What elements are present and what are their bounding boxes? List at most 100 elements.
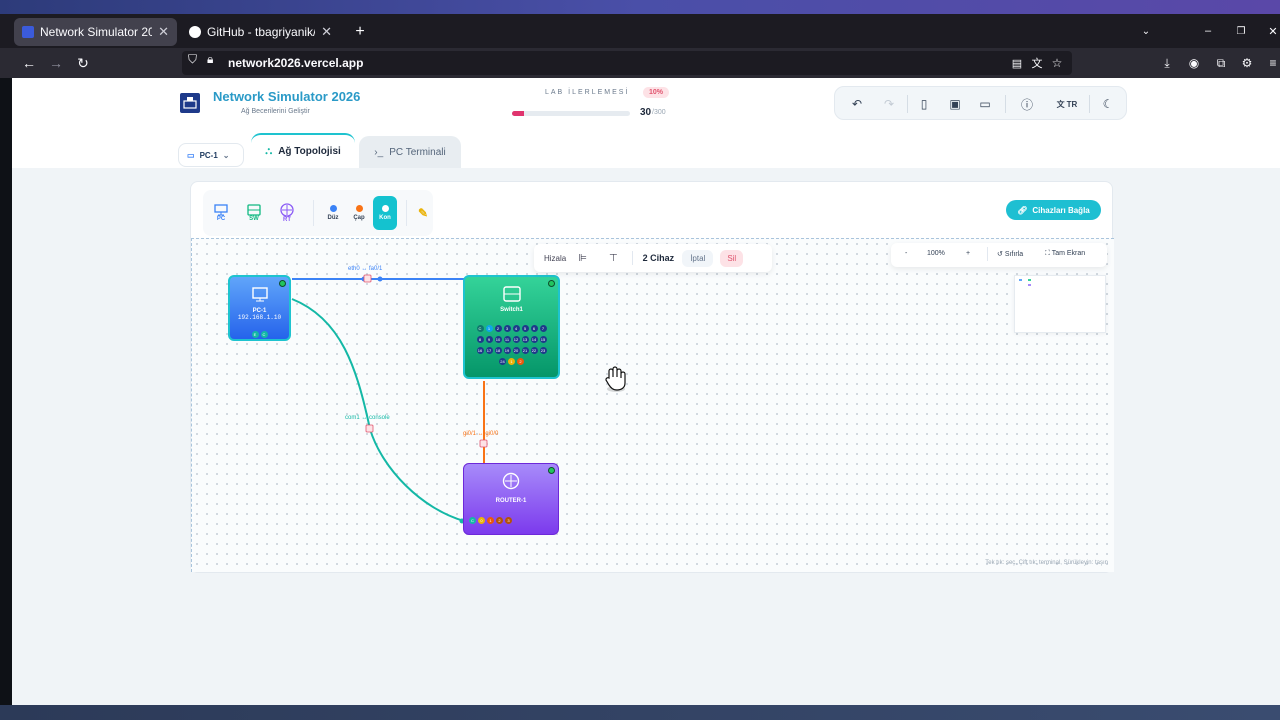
add-switch-button[interactable]: SW <box>242 196 266 230</box>
switch-port[interactable]: 3 <box>503 325 511 332</box>
switch-port[interactable]: 4 <box>512 325 520 332</box>
device-select[interactable]: ▭ PC-1 ⌄ <box>178 143 244 167</box>
add-pc-button[interactable]: PC <box>209 196 233 230</box>
minimize-icon[interactable]: – <box>1204 25 1212 37</box>
align-left-icon[interactable]: ⊫ <box>578 252 587 264</box>
align-top-icon[interactable]: ⊤ <box>608 252 618 264</box>
browser-tab-active[interactable]: Network Simulator 2026 - Cat ✕ <box>14 18 177 46</box>
delete-link-icon[interactable] <box>365 424 374 433</box>
browser-tab[interactable]: GitHub - tbagriyanik/ciscosim ✕ <box>181 18 340 46</box>
switch-port[interactable]: 11 <box>503 336 511 343</box>
crossover-cable-button[interactable]: Çap <box>347 196 371 230</box>
settings-gear-icon[interactable]: ⚙ <box>1241 56 1253 70</box>
zoom-in-button[interactable]: + <box>966 250 971 257</box>
translate-icon[interactable]: 文 <box>1031 58 1043 70</box>
undo-icon[interactable]: ↶ <box>851 97 863 111</box>
switch-port[interactable]: 1 <box>508 358 515 365</box>
menu-icon[interactable]: ≡ <box>1269 56 1277 70</box>
delete-selection-button[interactable]: Sil <box>720 249 744 267</box>
cancel-selection-button[interactable]: İptal <box>682 249 714 267</box>
dark-mode-moon-icon[interactable]: ☾ <box>1102 97 1114 111</box>
switch-port[interactable]: 6 <box>530 325 538 332</box>
lab-total: /300 <box>652 109 666 116</box>
delete-link-icon[interactable] <box>363 274 372 283</box>
topology-canvas[interactable]: eth0 ↔ fa0/1 com1 ↔ console gi0/1 ↔ gi0/… <box>191 238 1114 572</box>
switch-port[interactable]: 10 <box>494 336 502 343</box>
canvas-hint: Tek tık: seç, Çift tık: terminal, Sürükl… <box>985 560 1108 566</box>
save-icon[interactable]: ▣ <box>949 97 961 111</box>
redo-icon[interactable]: ↷ <box>883 97 895 111</box>
divider <box>1005 95 1006 113</box>
switch-port[interactable]: C <box>476 325 484 332</box>
connect-devices-button[interactable]: 🔗︎ Cihazları Bağla <box>1006 200 1101 220</box>
console-cable-button[interactable]: Kon <box>373 196 397 230</box>
reset-zoom-button[interactable]: ↺ Sıfırla <box>997 250 1023 258</box>
switch-port[interactable]: 23 <box>539 347 547 354</box>
restore-icon[interactable]: ❐ <box>1236 25 1246 37</box>
switch-port[interactable]: 24 <box>499 358 506 365</box>
status-online-dot <box>548 467 555 474</box>
zoom-out-button[interactable]: - <box>905 250 908 257</box>
account-icon[interactable]: ◉ <box>1188 56 1200 70</box>
tab-topology[interactable]: ⛬ Ağ Topolojisi <box>251 133 355 168</box>
switch-port[interactable]: 9 <box>485 336 493 343</box>
device-name: PC-1 <box>252 308 267 314</box>
cable-pc-router-lower[interactable] <box>369 428 465 522</box>
new-file-icon[interactable]: ▯ <box>920 97 928 111</box>
bookmark-star-icon[interactable]: ☆ <box>1051 56 1063 70</box>
pencil-icon[interactable]: ✎ <box>417 206 429 220</box>
shield-icon[interactable]: ⛉ <box>188 52 198 66</box>
port-com1[interactable]: C <box>260 331 268 338</box>
cable-pc-router-upper[interactable] <box>291 298 371 430</box>
switch-port[interactable]: 16 <box>476 347 484 354</box>
switch-port[interactable]: 8 <box>476 336 484 343</box>
straight-cable-button[interactable]: Düz <box>321 196 345 230</box>
switch-port[interactable]: 13 <box>521 336 529 343</box>
minimap[interactable] <box>1014 275 1106 333</box>
forward-icon[interactable]: → <box>49 55 63 71</box>
open-folder-icon[interactable]: ▭ <box>979 97 991 111</box>
address-bar[interactable]: network2026.vercel.app <box>182 51 1072 75</box>
close-tab-icon[interactable]: ✕ <box>158 24 169 39</box>
close-tab-icon[interactable]: ✕ <box>321 24 332 39</box>
switch-port[interactable]: 1 <box>485 325 493 332</box>
router-port[interactable]: C <box>469 517 476 524</box>
new-tab-button[interactable]: + <box>355 23 365 40</box>
switch-port[interactable]: 12 <box>512 336 520 343</box>
switch-port[interactable]: 14 <box>530 336 538 343</box>
reader-icon[interactable]: ▤ <box>1011 57 1023 70</box>
router-port[interactable]: 2 <box>496 517 503 524</box>
switch-port[interactable]: 18 <box>494 347 502 354</box>
switch-port[interactable]: 7 <box>539 325 547 332</box>
window-close-icon[interactable]: ✕ <box>1268 25 1278 38</box>
switch-port[interactable]: 20 <box>512 347 520 354</box>
switch-port[interactable]: 15 <box>539 336 547 343</box>
reload-icon[interactable]: ↻ <box>77 54 89 71</box>
switch-port[interactable]: 17 <box>485 347 493 354</box>
router-port[interactable]: 0 <box>478 517 485 524</box>
port-eth0[interactable]: E <box>251 331 259 338</box>
switch-port[interactable]: 22 <box>530 347 538 354</box>
device-select-value: PC-1 <box>199 150 218 160</box>
fullscreen-button[interactable]: ⛶ Tam Ekran <box>1045 250 1085 258</box>
switch-port[interactable]: 19 <box>503 347 511 354</box>
info-icon[interactable]: ⓘ <box>1020 97 1033 112</box>
tab-terminal[interactable]: ›_ PC Terminali <box>359 136 461 168</box>
switch-port[interactable]: 5 <box>521 325 529 332</box>
router-port[interactable]: 3 <box>505 517 512 524</box>
extensions-icon[interactable]: ⧉ <box>1216 55 1226 70</box>
back-icon[interactable]: ← <box>22 55 36 71</box>
add-router-button[interactable]: RT <box>275 196 299 230</box>
tab-list-icon[interactable]: ⌄ <box>1141 25 1151 37</box>
switch-port[interactable]: 2 <box>517 358 524 365</box>
router-port[interactable]: 1 <box>487 517 494 524</box>
downloads-icon[interactable]: ⤓ <box>1164 55 1170 70</box>
switch-port[interactable]: 2 <box>494 325 502 332</box>
delete-link-icon[interactable] <box>479 439 488 448</box>
link-icon: 🔗︎ <box>1017 205 1028 215</box>
switch-port[interactable]: 21 <box>521 347 529 354</box>
